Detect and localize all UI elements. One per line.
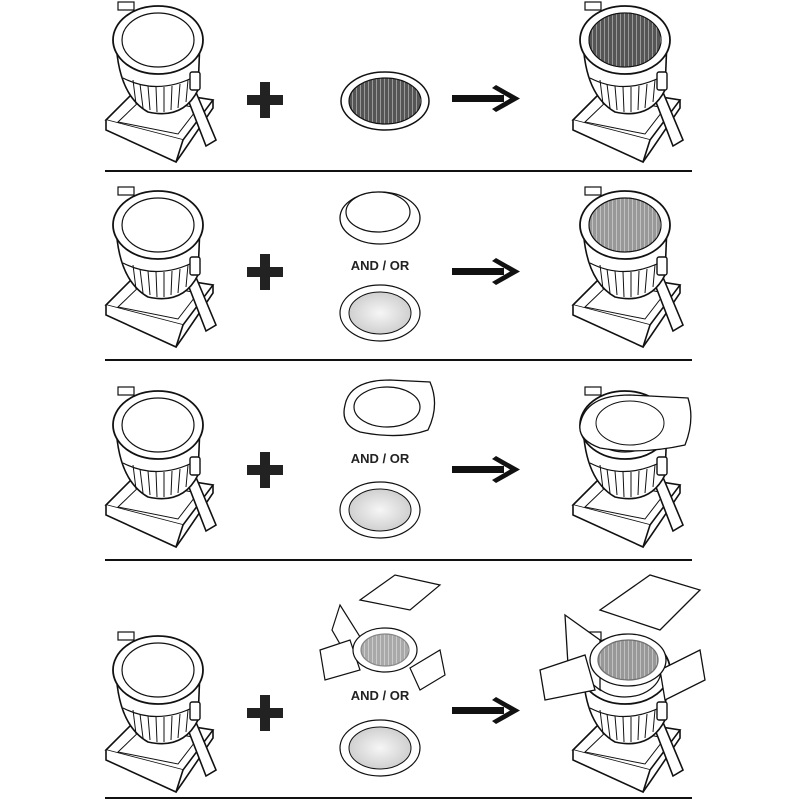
par-fixture <box>106 187 216 347</box>
plus-icon <box>247 82 283 118</box>
and-or-label: AND / OR <box>350 688 410 703</box>
par-fixture <box>106 2 216 162</box>
honeycomb-accessory <box>340 71 430 131</box>
par-fixture <box>106 387 216 547</box>
arrow-right-icon <box>452 258 520 285</box>
gel-frame-accessory <box>343 379 436 437</box>
and-or-label: AND / OR <box>350 451 410 466</box>
ring-accessory <box>339 191 421 245</box>
and-or-label: AND / OR <box>350 258 410 273</box>
fixture-with-barndoor <box>539 574 706 792</box>
frost-filter <box>339 719 421 777</box>
fixture-with-gel-frame <box>573 387 692 547</box>
plus-icon <box>247 695 283 731</box>
par-fixture <box>106 632 216 792</box>
plus-icon <box>247 254 283 290</box>
plus-icon <box>247 452 283 488</box>
arrow-right-icon <box>452 456 520 483</box>
arrow-right-icon <box>452 697 520 724</box>
fixture-with-honeycomb <box>573 2 683 162</box>
fixture-with-filter <box>573 187 683 347</box>
arrow-right-icon <box>452 85 520 112</box>
frost-filter <box>339 481 421 539</box>
barndoor-accessory <box>319 574 446 691</box>
frost-filter <box>339 284 421 342</box>
